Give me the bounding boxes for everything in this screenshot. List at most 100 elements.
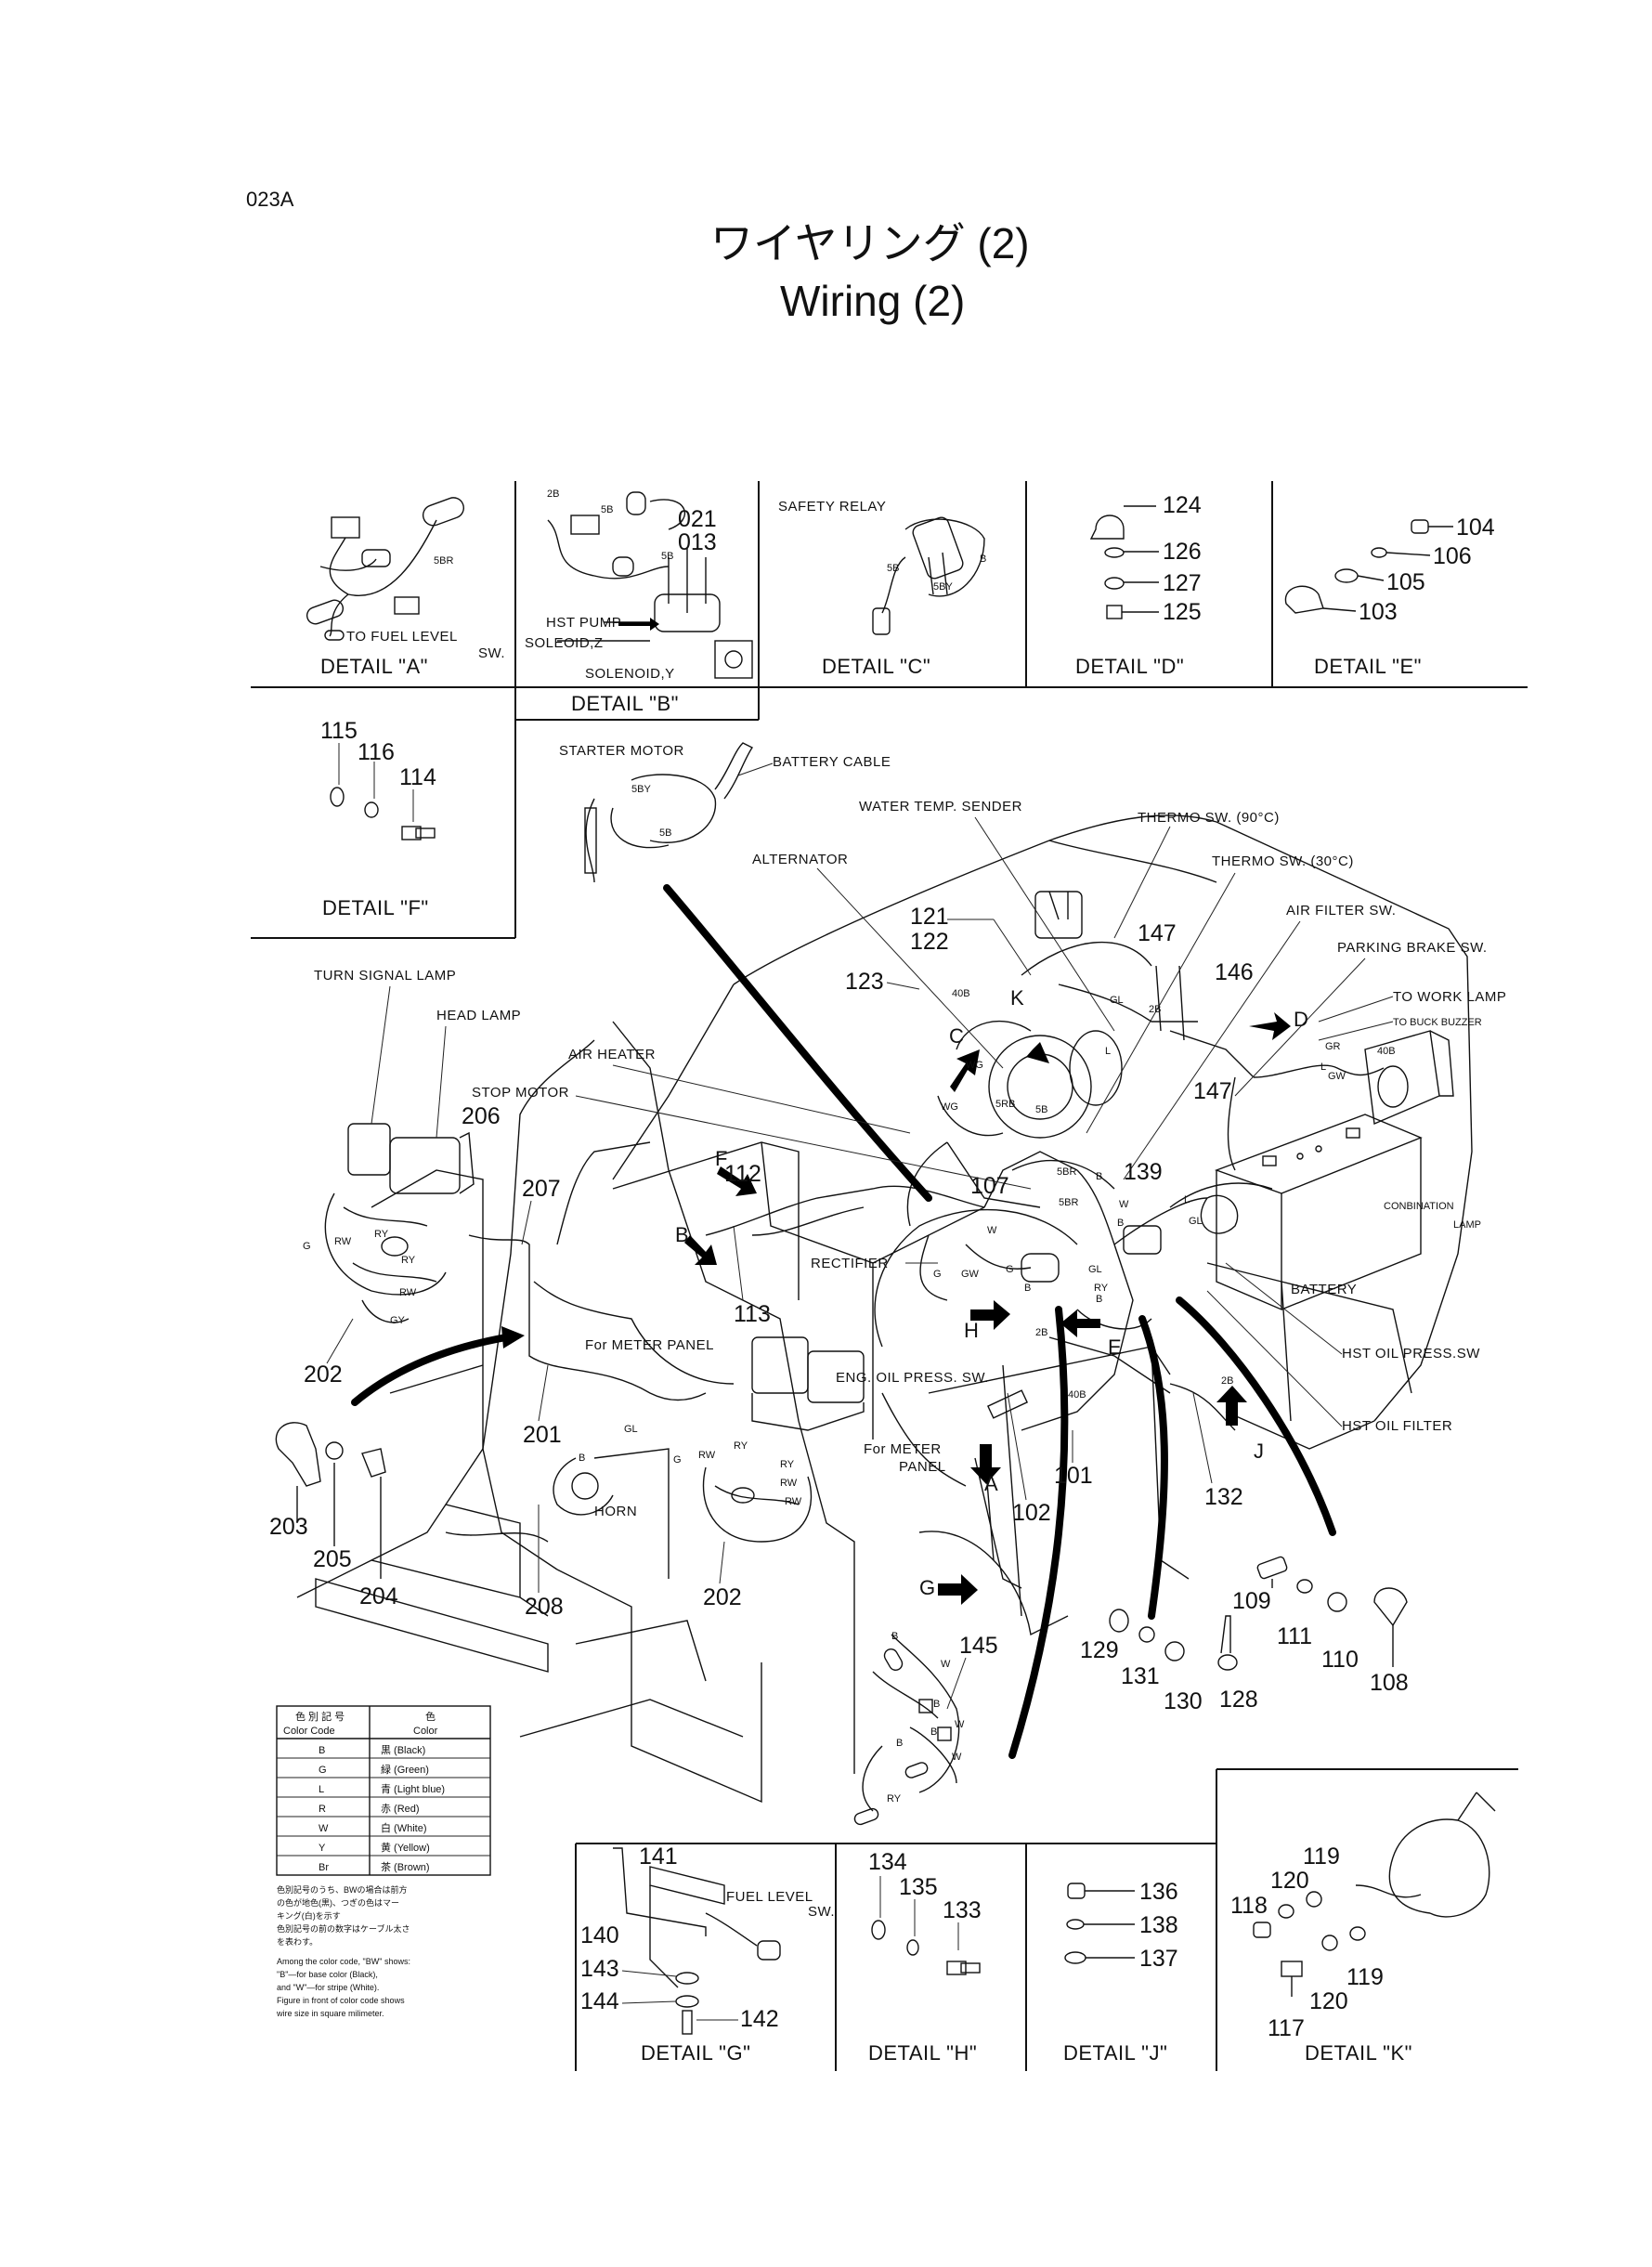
detail-b-drawing <box>547 491 753 679</box>
callout-123: 123 <box>845 969 884 995</box>
pointer-letter-k: K <box>1010 986 1024 1010</box>
wire-code: B <box>980 554 986 565</box>
label-fuel-level-sw: SW. <box>808 1904 835 1920</box>
leader-line <box>436 1025 447 1139</box>
label-water-temp-sender: WATER TEMP. SENDER <box>859 799 1022 814</box>
svg-text:GY: GY <box>390 1315 406 1326</box>
note-line-en: Figure in front of color code shows <box>277 1996 405 2005</box>
label-turn-signal-lamp: TURN SIGNAL LAMP <box>314 968 456 984</box>
label-to-work-lamp: TO WORK LAMP <box>1393 989 1506 1005</box>
detail-e-drawing <box>1284 519 1453 614</box>
title-japanese: ワイヤリング (2) <box>710 219 1030 267</box>
callout-129: 129 <box>1080 1637 1119 1663</box>
detail-h-drawing <box>871 1876 981 1975</box>
callout-107: 107 <box>970 1173 1009 1199</box>
leader-line <box>521 1200 532 1245</box>
svg-text:5BR: 5BR <box>1059 1197 1078 1208</box>
callout-115: 115 <box>320 718 358 744</box>
detail-k-drawing <box>1253 1791 1496 1997</box>
callout-145: 145 <box>959 1633 998 1659</box>
leader-line <box>612 1064 911 1134</box>
svg-text:40B: 40B <box>1068 1389 1086 1401</box>
leader-line <box>886 982 920 990</box>
note-line-en: Among the color code, "BW" shows: <box>277 1957 410 1966</box>
callout-205: 205 <box>313 1546 352 1572</box>
leader-line <box>1123 920 1301 1180</box>
label-panel: PANEL <box>899 1459 946 1475</box>
label-safety-relay: SAFETY RELAY <box>778 499 886 515</box>
callout-133: 133 <box>943 1897 982 1923</box>
label-combination-lamp: CONBINATION <box>1384 1201 1454 1212</box>
svg-text:G: G <box>303 1241 311 1252</box>
wire-code: 2B <box>547 489 559 500</box>
page-code: 023A <box>246 188 294 211</box>
color-code-cell: L <box>319 1784 324 1795</box>
svg-text:RY: RY <box>780 1459 795 1470</box>
leader-line <box>1007 1392 1027 1501</box>
callout-207: 207 <box>522 1176 561 1202</box>
leader-line <box>1086 872 1236 1134</box>
color-name-cell: 赤 (Red) <box>381 1803 420 1815</box>
leader-line <box>1318 996 1394 1023</box>
callout-122: 122 <box>910 929 949 955</box>
wire-code: 5BY <box>631 784 651 795</box>
engine-cluster <box>937 891 1239 1330</box>
label-combination-lamp-2: LAMP <box>1453 1219 1481 1231</box>
svg-text:L: L <box>1320 1062 1326 1073</box>
svg-text:B: B <box>891 1631 898 1642</box>
svg-text:L: L <box>1105 1046 1111 1057</box>
callout-103: 103 <box>1359 599 1398 625</box>
callout-128: 128 <box>1219 1687 1258 1713</box>
leader-line <box>719 1541 725 1584</box>
pointer-letter-g: G <box>919 1576 935 1599</box>
callout-208: 208 <box>525 1594 564 1620</box>
callout-109: 109 <box>1232 1588 1271 1614</box>
pointer-letter-f: F <box>715 1147 727 1170</box>
callout-201: 201 <box>523 1422 562 1448</box>
callout-111: 111 <box>1277 1623 1312 1649</box>
callout-137: 137 <box>1139 1946 1178 1972</box>
leader-line <box>1206 1290 1343 1427</box>
label-eng-oil-press-sw: ENG. OIL PRESS. SW. <box>836 1370 989 1386</box>
table-header-color-en: Color <box>413 1726 438 1737</box>
leader-line <box>538 1364 549 1422</box>
leader-line <box>621 1970 677 1977</box>
leader-line <box>1318 1021 1394 1041</box>
color-name-cell: 黒 (Black) <box>381 1744 425 1756</box>
callout-108: 108 <box>1370 1670 1409 1696</box>
callout-105: 105 <box>1386 569 1425 595</box>
svg-text:B: B <box>933 1699 940 1710</box>
label-head-lamp: HEAD LAMP <box>436 1008 521 1023</box>
note-line-jp: 色別記号のうち、BWの場合は前方 <box>277 1884 408 1895</box>
svg-text:GL: GL <box>1088 1264 1102 1275</box>
pointer-letter-j: J <box>1254 1440 1264 1463</box>
callout-013: 013 <box>678 529 717 555</box>
wire-code: 5B <box>887 563 899 574</box>
callout-117: 117 <box>1268 2015 1305 2041</box>
detail-j-title: DETAIL "J" <box>1063 2041 1167 2065</box>
label-air-heater: AIR HEATER <box>568 1047 656 1062</box>
leader-line <box>737 762 774 776</box>
detail-h-title: DETAIL "H" <box>868 2041 977 2065</box>
svg-text:GW: GW <box>1328 1071 1346 1082</box>
label-air-filter-sw: AIR FILTER SW. <box>1286 903 1396 919</box>
label-for-meter-panel: For METER PANEL <box>585 1337 714 1353</box>
detail-d-title: DETAIL "D" <box>1075 655 1184 678</box>
callout-118: 118 <box>1230 1893 1268 1919</box>
svg-text:WG: WG <box>966 1060 983 1071</box>
callout-120b: 120 <box>1309 1988 1348 2014</box>
label-for-meter: For METER <box>864 1441 942 1457</box>
label-solenoid-y: SOLENOID,Y <box>585 666 675 682</box>
svg-text:G: G <box>933 1269 942 1280</box>
label-to-fuel-level: TO FUEL LEVEL <box>346 629 458 645</box>
svg-text:2B: 2B <box>1149 1004 1161 1015</box>
callout-136: 136 <box>1139 1879 1178 1905</box>
callout-124: 124 <box>1163 492 1202 518</box>
table-header-code-jp: 色 別 記 号 <box>295 1710 345 1723</box>
sub-assembly-drawing <box>853 1634 960 1826</box>
callout-021: 021 <box>678 506 717 532</box>
notes-japanese: 色別記号のうち、BWの場合は前方の色が地色(黒)、つぎの色はマーキング(白)を示… <box>277 1884 410 1947</box>
svg-text:RY: RY <box>374 1229 389 1240</box>
pointer-letter-h: H <box>964 1319 979 1342</box>
svg-text:2B: 2B <box>1221 1375 1233 1387</box>
